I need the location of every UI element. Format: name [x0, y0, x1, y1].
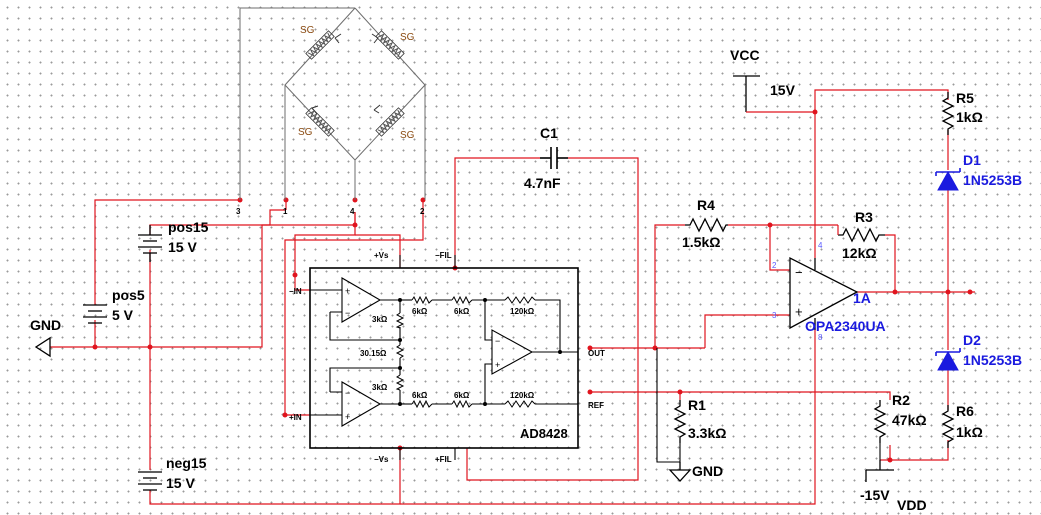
svg-text:+: +: [345, 286, 350, 296]
resistor-r2[interactable]: [874, 399, 886, 444]
resistor-r3[interactable]: [837, 225, 885, 243]
vcc-name: VCC: [730, 47, 760, 63]
svg-text:−: −: [495, 336, 500, 346]
opamp-pin-2: 2: [772, 261, 777, 270]
opamp-pin-4: 4: [818, 241, 823, 250]
r6-name: R6: [956, 403, 974, 419]
ad8428-vs-top: +Vs: [374, 251, 389, 260]
ad8428-ref: REF: [588, 401, 604, 410]
r4-name: R4: [697, 197, 715, 213]
bridge-pin-1: 1: [283, 207, 288, 216]
r3-value: 12kΩ: [842, 245, 877, 261]
bridge-pin-4: 4: [350, 207, 355, 216]
ad8428-in-minus: −IN: [289, 287, 302, 296]
r2-name: R2: [892, 392, 910, 408]
svg-text:−: −: [345, 388, 350, 398]
bridge-pin-2: 2: [420, 207, 425, 216]
svg-text:+: +: [345, 412, 350, 422]
opa2340-signs: −+: [795, 265, 803, 319]
ad8428-r-6k-1: 6kΩ: [412, 307, 428, 316]
ground-left-icon[interactable]: [34, 336, 51, 358]
pos5-value: 5 V: [112, 307, 134, 323]
ad8428-fil-bot: +FIL: [435, 455, 452, 464]
ground-right-label: GND: [692, 463, 723, 479]
sg-label-1: SG: [300, 25, 315, 36]
opamp-name: 1A: [853, 290, 871, 306]
resistor-r1[interactable]: [674, 399, 686, 444]
svg-text:−: −: [795, 265, 803, 280]
opamp-pin-3: 3: [772, 311, 777, 320]
ad8428-r-6k-4: 6kΩ: [454, 391, 470, 400]
ground-right-icon[interactable]: [668, 462, 692, 482]
zener-diode-d1[interactable]: [935, 168, 961, 191]
svg-text:−: −: [345, 308, 350, 318]
r5-name: R5: [956, 90, 974, 106]
ground-left-label: GND: [30, 317, 61, 333]
strain-gauge-bridge[interactable]: [239, 7, 426, 200]
r4-value: 1.5kΩ: [682, 234, 720, 250]
capacitor-c1[interactable]: [540, 147, 568, 169]
r3-name: R3: [855, 209, 873, 225]
circuit-wires: [50, 89, 975, 505]
ad8428-node-dots: [398, 298, 562, 406]
pos15-value: 15 V: [168, 239, 197, 255]
battery-pos5[interactable]: [83, 304, 107, 324]
c1-name: C1: [540, 125, 558, 141]
ad8428-r-3k-top: 3kΩ: [372, 315, 388, 324]
junction-dots: [92, 109, 973, 463]
r2-value: 47kΩ: [892, 412, 927, 428]
neg15-name: neg15: [166, 455, 207, 471]
opa2340-opamp[interactable]: [789, 256, 859, 330]
vdd-source[interactable]: [865, 460, 894, 482]
r6-value: 1kΩ: [956, 424, 983, 440]
zener-diode-d2[interactable]: [935, 348, 961, 371]
sg-label-3: SG: [298, 127, 313, 138]
d1-name: D1: [963, 152, 981, 168]
ad8428-r-120k-2: 120kΩ: [510, 391, 535, 400]
resistor-r5[interactable]: [942, 91, 954, 136]
vdd-value: -15V: [860, 487, 890, 503]
resistor-r4[interactable]: [685, 217, 728, 233]
resistor-r6[interactable]: [942, 404, 954, 449]
d2-name: D2: [963, 332, 981, 348]
pos15-name: pos15: [168, 219, 209, 235]
neg15-value: 15 V: [166, 475, 195, 491]
ad8428-r-6k-3: 6kΩ: [412, 391, 428, 400]
sg-label-2: SG: [400, 32, 415, 43]
pos5-name: pos5: [112, 287, 145, 303]
d2-part: 1N5253B: [963, 352, 1022, 368]
vcc-value: 15V: [770, 82, 796, 98]
ad8428-internal-resistors: [395, 295, 536, 409]
battery-neg15[interactable]: [138, 471, 162, 491]
r1-value: 3.3kΩ: [688, 425, 726, 441]
ad8428-vs-bot: −Vs: [374, 455, 389, 464]
ad8428-r-6k-2: 6kΩ: [454, 307, 470, 316]
svg-text:+: +: [795, 304, 803, 319]
ad8428-in-plus: +IN: [289, 413, 302, 422]
ad8428-fil-top: −FIL: [435, 251, 452, 260]
ad8428-r-120k-1: 120kΩ: [510, 307, 535, 316]
opamp-pin-8: 8: [818, 333, 823, 342]
ad8428-opamp-signs: + − − + − +: [345, 286, 500, 422]
ad8428-out: OUT: [588, 349, 605, 358]
opamp-part: OPA2340UA: [805, 318, 886, 334]
c1-value: 4.7nF: [524, 175, 561, 191]
svg-text:+: +: [495, 360, 500, 370]
ad8428-r-mid: 30.15Ω: [360, 349, 387, 358]
sg-label-4: SG: [400, 130, 415, 141]
battery-pos15[interactable]: [138, 225, 162, 262]
d1-part: 1N5253B: [963, 172, 1022, 188]
bridge-pin-3: 3: [236, 207, 241, 216]
r5-value: 1kΩ: [956, 109, 983, 125]
vdd-name: VDD: [897, 497, 927, 513]
ad8428-r-3k-bot: 3kΩ: [372, 383, 388, 392]
ad8428-amplifier[interactable]: [309, 255, 579, 460]
ad8428-part-label: AD8428: [520, 426, 568, 441]
vcc-source[interactable]: [733, 75, 815, 113]
r1-name: R1: [688, 397, 706, 413]
